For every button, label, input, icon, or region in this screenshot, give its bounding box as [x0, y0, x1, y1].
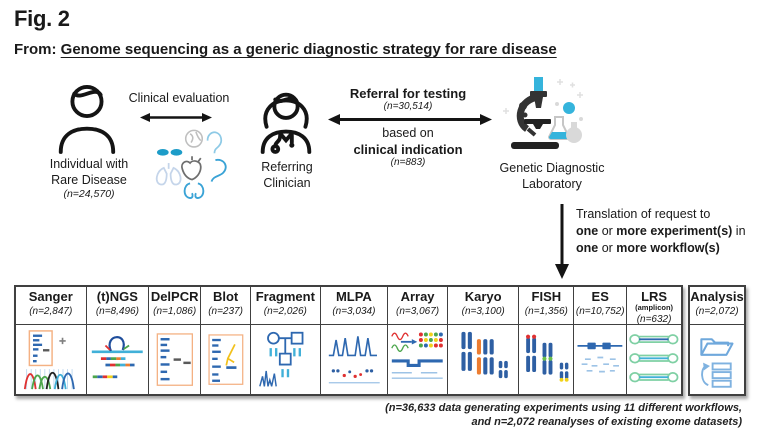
workflow-column-fragment: Fragment (n=2,026) [250, 287, 320, 394]
workflow-count: (n=237) [208, 306, 243, 317]
workflow-column-array: Array (n=3,067) [387, 287, 447, 394]
workflow-column-delpcr: DelPCR (n=1,086) [148, 287, 201, 394]
workflow-subname: (amplicon) [635, 303, 674, 312]
clinical-evaluation-arrow-icon [140, 113, 212, 122]
individual-count: (n=24,570) [63, 188, 115, 200]
clinician-label: Referring Clinician [261, 160, 313, 190]
referral-indication: clinical indication [353, 141, 463, 157]
workflow-column-blot: Blot (n=237) [200, 287, 251, 394]
workflow-count: (n=1,356) [524, 306, 568, 317]
workflow-name: Array [400, 289, 435, 304]
workflow-name: LRS [641, 289, 668, 304]
organ-icons [155, 129, 227, 200]
referral-based-on: based on [382, 126, 434, 140]
workflow-count: (n=3,034) [332, 306, 376, 317]
analysis-count: (n=2,072) [695, 306, 739, 317]
referral-arrow-icon [328, 114, 492, 125]
microscope-icon [503, 77, 583, 149]
lrs-icon [627, 325, 681, 394]
source-line: From: Genome sequencing as a generic dia… [14, 41, 557, 58]
workflow-column-es: ES (n=10,752) [573, 287, 627, 394]
workflow-name: Sanger [28, 289, 73, 304]
workflow-name: (t)NGS [96, 289, 138, 304]
workflow-count: (n=632) [636, 314, 672, 325]
referral-title: Referral for testing [349, 86, 467, 101]
workflow-name: MLPA [335, 289, 372, 304]
workflow-column-sanger: Sanger (n=2,847) [16, 287, 86, 394]
footnote: (n=36,633 data generating experiments us… [385, 402, 742, 428]
fragment-icon [251, 325, 320, 394]
sanger-icon [16, 325, 86, 394]
karyo-icon [448, 325, 519, 394]
es-icon [574, 325, 626, 394]
workflow-count: (n=3,100) [461, 306, 505, 317]
workflow-count: (n=3,067) [396, 306, 440, 317]
workflow-name: DelPCR [150, 289, 199, 304]
laboratory-label: Genetic Diagnostic Laboratory [499, 161, 605, 191]
workflow-count: (n=2,026) [263, 306, 307, 317]
workflow-name: ES [591, 289, 609, 304]
workflow-column-tngs: (t)NGS (n=8,496) [85, 287, 149, 394]
workflow-name: FISH [531, 289, 562, 304]
individual-person-icon [58, 84, 116, 154]
tngs-icon [87, 325, 149, 394]
figure-label: Fig. 2 [14, 6, 70, 31]
mlpa-icon [321, 325, 388, 394]
workflow-name: Fragment [255, 289, 315, 304]
source-title-link[interactable]: Genome sequencing as a generic diagnosti… [60, 41, 557, 58]
individual-label: Individual with Rare Disease (n=24,570) [29, 157, 149, 201]
referral-indication-count: (n=883) [390, 156, 426, 168]
analysis-name: Analysis [690, 289, 744, 304]
source-prefix: From: [14, 41, 57, 58]
translation-down-arrow-icon [555, 204, 569, 279]
clinician-person-icon [260, 92, 312, 154]
referral-title-block: Referral for testing (n=30,514) [310, 86, 506, 113]
workflow-count: (n=2,847) [29, 306, 73, 317]
analysis-icon-slot [690, 325, 744, 394]
workflow-name: Blot [212, 289, 239, 304]
workflow-column-fish: FISH (n=1,356) [518, 287, 574, 394]
blot-icon [201, 325, 250, 394]
analysis-box: Analysis (n=2,072) [688, 285, 746, 396]
array-icon [388, 325, 447, 394]
workflow-count: (n=1,086) [153, 306, 197, 317]
workflow-count: (n=8,496) [95, 306, 139, 317]
delpcr-icon [149, 325, 200, 394]
workflow-column-mlpa: MLPA (n=3,034) [319, 287, 388, 394]
workflow-count: (n=10,752) [575, 306, 625, 317]
workflow-name: Karyo [464, 289, 502, 304]
workflow-column-lrs: LRS (amplicon) (n=632) [626, 287, 681, 394]
referral-basis-block: based on clinical indication (n=883) [310, 126, 506, 169]
fish-icon [519, 325, 573, 394]
clinical-evaluation-label: Clinical evaluation [128, 91, 230, 105]
workflow-table: Sanger (n=2,847) (t)NGS (n=8,496) DelPCR… [14, 285, 683, 396]
referral-count: (n=30,514) [383, 101, 433, 112]
translation-text: Translation of request to one or more ex… [576, 207, 746, 255]
workflow-column-karyo: Karyo (n=3,100) [446, 287, 519, 394]
